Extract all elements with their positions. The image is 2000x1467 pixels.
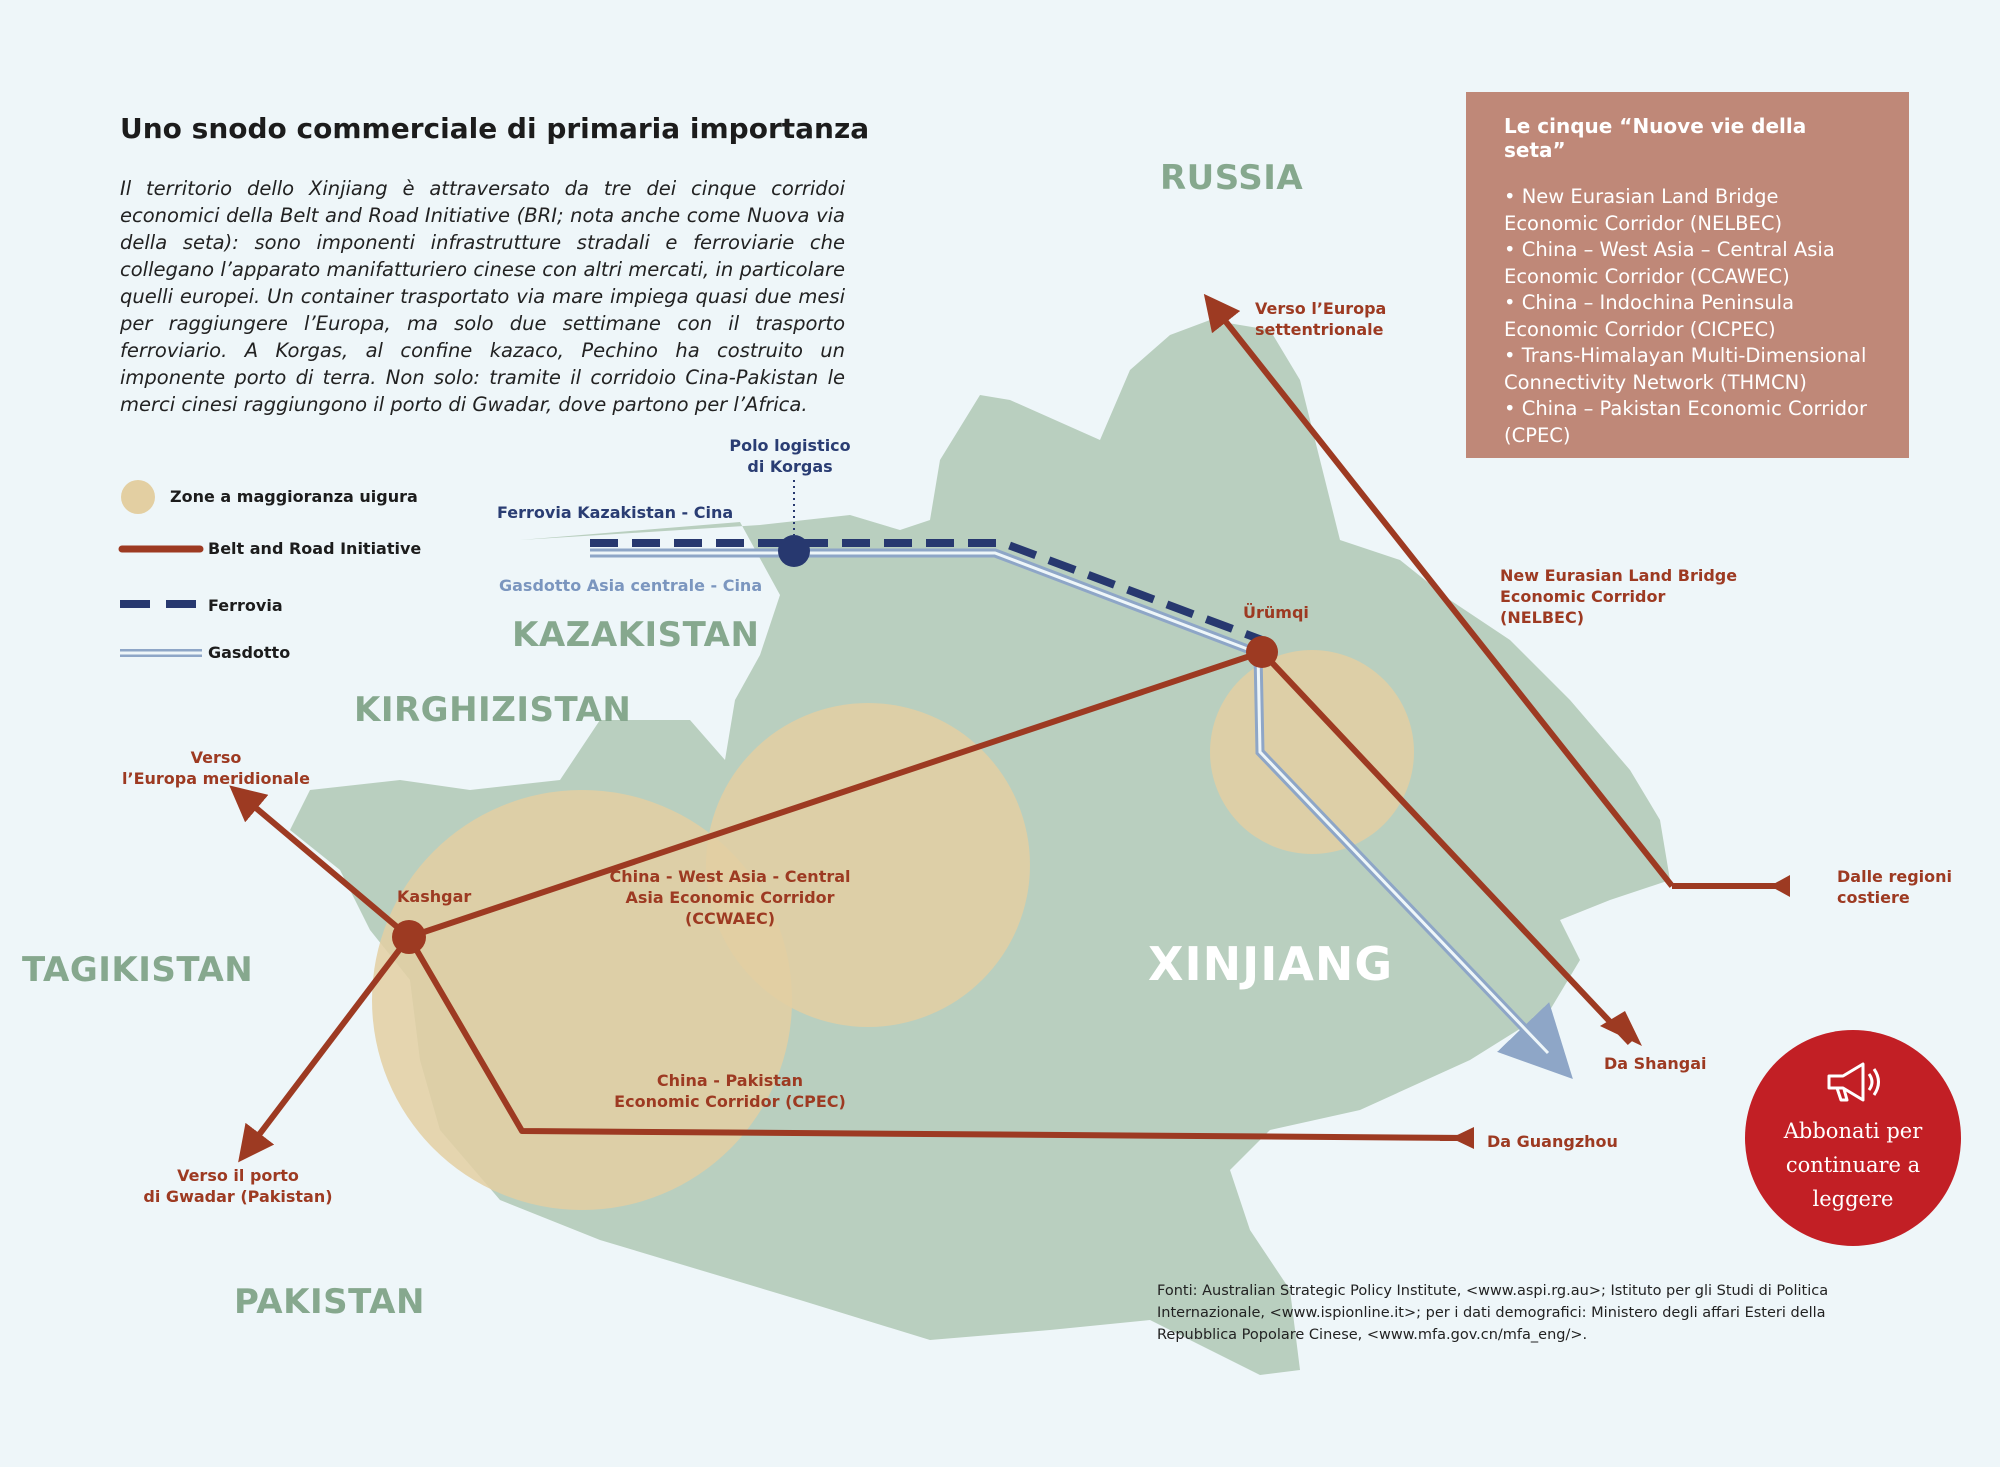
label-xinjiang: XINJIANG <box>1148 937 1394 991</box>
legend-uyghur-label: Zone a maggioranza uigura <box>170 487 418 506</box>
subscribe-button[interactable]: Abbonati per continuare a leggere <box>1745 1030 1961 1246</box>
route-cpec <box>406 935 1471 1141</box>
legend-pipeline-label: Gasdotto <box>208 643 291 662</box>
label-rail-kz-cn: Ferrovia Kazakistan - Cina <box>497 503 734 522</box>
route-nelbec-north <box>1203 293 1675 888</box>
legend-rail-label: Ferrovia <box>208 596 283 615</box>
route-kashgar-southeurope <box>229 785 411 940</box>
infobox-title: Le cinque “Nuove vie della seta” <box>1504 114 1807 162</box>
infobox-item: • China – Indochina Peninsula Economic C… <box>1504 291 1795 341</box>
uyghur-zone-center <box>706 703 1030 1027</box>
label-russia: RUSSIA <box>1160 158 1304 198</box>
label-pakistan: PAKISTAN <box>234 1282 425 1322</box>
label-kashgar: Kashgar <box>397 887 472 906</box>
label-tajikistan: TAGIKISTAN <box>22 950 254 990</box>
railway-route <box>590 539 1264 644</box>
label-from-shanghai: Da Shangai <box>1604 1054 1707 1073</box>
arrow-from-shanghai <box>1600 1011 1642 1046</box>
intro-text: Il territorio dello Xinjiang è attravers… <box>120 177 845 416</box>
label-kazakhstan: KAZAKISTAN <box>512 615 760 655</box>
legend-uyghur-swatch <box>121 480 155 514</box>
infobox-item: • Trans-Himalayan Multi-Dimensional Conn… <box>1504 344 1867 394</box>
subscribe-label: Abbonati per continuare a leggere <box>1783 1119 1923 1211</box>
infobox-item: • China – West Asia – Central Asia Econo… <box>1504 238 1835 288</box>
sources-text: Fonti: Australian Strategic Policy Insti… <box>1157 1283 1829 1343</box>
page-title: Uno snodo commerciale di primaria import… <box>120 112 870 145</box>
legend-bri-label: Belt and Road Initiative <box>208 539 422 558</box>
route-urumqi-shanghai <box>1259 649 1633 1046</box>
infobox-item: • China – Pakistan Economic Corridor (CP… <box>1504 397 1867 447</box>
kashgar-node <box>392 920 426 954</box>
label-from-guangzhou: Da Guangzhou <box>1487 1132 1618 1151</box>
five-silk-roads-box: Le cinque “Nuove vie della seta” • New E… <box>1466 92 1909 458</box>
infobox-item: • New Eurasian Land Bridge Economic Corr… <box>1504 185 1783 235</box>
arrow-from-guangzhou <box>1451 1127 1474 1149</box>
label-urumqi: Ürümqi <box>1243 603 1309 622</box>
bri-routes <box>229 293 1787 1163</box>
label-pipeline-ca-cn: Gasdotto Asia centrale - Cina <box>499 576 763 595</box>
korgas-node <box>778 535 810 567</box>
route-kashgar-gwadar <box>238 935 412 1163</box>
arrow-from-coast <box>1770 875 1790 897</box>
megaphone-icon <box>1827 1062 1880 1102</box>
uyghur-zone-kashgar <box>372 790 792 1210</box>
urumqi-node <box>1246 636 1278 668</box>
route-urumqi-kashgar <box>408 649 1263 940</box>
label-kyrgyzstan: KIRGHIZISTAN <box>354 690 632 730</box>
uyghur-zone-urumqi <box>1210 650 1414 854</box>
